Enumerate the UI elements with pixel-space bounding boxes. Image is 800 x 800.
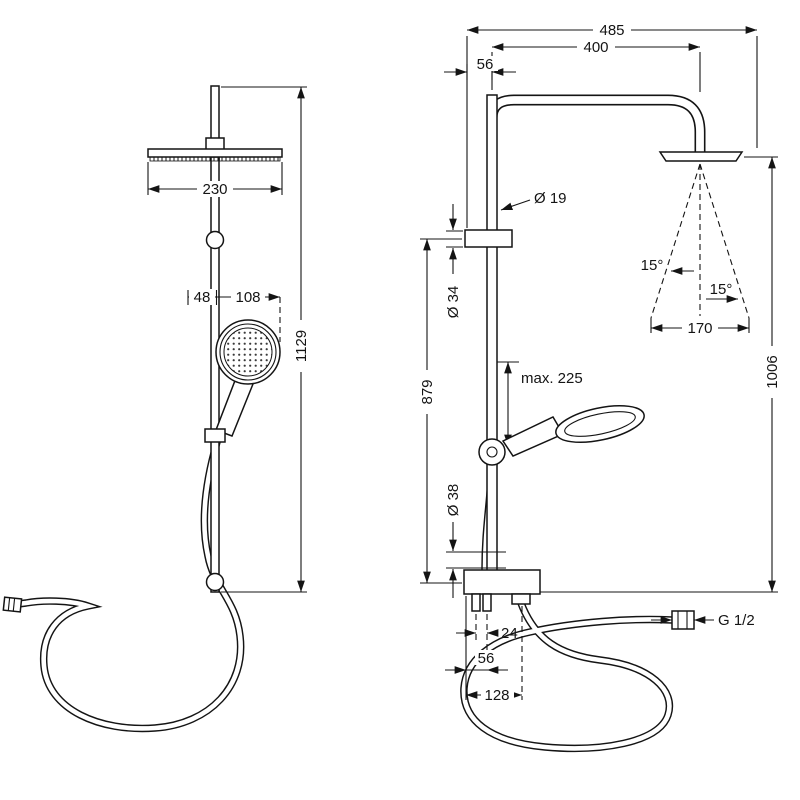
dim-label-spray-width: 170 (687, 320, 712, 337)
handshower-holder (478, 438, 506, 466)
dim-riser-height: 879 (418, 238, 462, 584)
front-view: 230 48 108 1129 (2, 85, 310, 733)
dim-outlet-width: 128 (465, 687, 523, 704)
dim-label-thread: G 1/2 (718, 612, 755, 629)
hose-nut (2, 596, 23, 613)
front-hose (2, 438, 245, 733)
dim-label-spray-angle-left: 15° (641, 257, 664, 274)
dim-label-arm-pipe-diameter: Ø 19 (534, 190, 567, 207)
dim-label-overall-depth: 485 (599, 22, 624, 39)
dim-label-head-height: 1006 (764, 355, 781, 388)
pipe-joint-upper (205, 230, 225, 250)
dim-total-height: 1129 (221, 86, 310, 593)
hand-shower-face (223, 327, 273, 377)
upper-wall-bracket (464, 229, 513, 248)
dim-bracket-diameter: Ø 34 (445, 204, 463, 318)
side-view: 15° 15° 170 485 400 (418, 22, 781, 753)
hand-shower-handle (215, 377, 254, 437)
dim-label-spray-angle-right: 15° (710, 281, 733, 298)
riser-pipe-side (486, 94, 498, 593)
overhead-shower-side (658, 151, 744, 162)
dim-label-head-width: 230 (202, 181, 227, 198)
hose-thread-fitting (671, 610, 695, 630)
dim-label-outlet-width: 128 (484, 687, 509, 704)
spray-cone: 15° 15° (641, 163, 750, 319)
dim-handshower-width: 48 108 (187, 289, 281, 342)
dim-bottom-group: 24 56 128 (445, 596, 523, 704)
dim-handshower-travel: max. 225 (497, 361, 583, 447)
pipe-joint-lower (205, 572, 225, 592)
side-hose-loop (460, 599, 695, 753)
slider-clamp (204, 428, 226, 443)
dim-label-wall-to-riser: 56 (477, 56, 494, 73)
dim-wall-to-riser: 56 (444, 56, 516, 80)
dim-outlet-spacing: 24 (456, 625, 518, 642)
supply-nipple-1 (471, 593, 481, 612)
hand-shower-side-handle (501, 416, 565, 457)
dim-arm-reach: 400 (491, 39, 701, 92)
riser-pipe (210, 156, 220, 593)
head-collar (205, 137, 225, 151)
dim-label-offset: 48 (194, 289, 211, 306)
dim-head-height: 1006 (540, 156, 781, 593)
hand-shower-side (478, 405, 645, 466)
dim-label-lower-diameter: Ø 38 (445, 484, 462, 517)
dim-label-outlet-offset: 56 (478, 650, 495, 667)
base-bracket (463, 569, 541, 612)
dim-label-riser-height: 879 (419, 379, 436, 404)
dim-label-arm-reach: 400 (583, 39, 608, 56)
supply-nipple-2 (482, 593, 492, 612)
hose-outlet (511, 593, 531, 605)
dim-lower-diameter: Ø 38 (445, 484, 506, 598)
dim-head-width: 230 (147, 162, 283, 198)
dim-label-handshower-travel: max. 225 (521, 370, 583, 387)
dim-label-total-height: 1129 (293, 330, 310, 362)
dim-spray-width: 170 (650, 318, 750, 337)
overhead-shower (147, 148, 283, 162)
hand-shower (204, 319, 281, 443)
shower-arm (486, 94, 706, 160)
dim-thread: G 1/2 (651, 612, 755, 629)
dim-label-handshower-diameter: 108 (235, 289, 260, 306)
dim-label-outlet-spacing: 24 (501, 625, 518, 642)
dim-label-bracket-diameter: Ø 34 (445, 286, 462, 319)
dim-overall-depth: 485 (466, 22, 758, 228)
dim-outlet-offset: 56 (445, 650, 508, 674)
spray-face (149, 156, 281, 162)
dim-arm-pipe-diameter: Ø 19 (500, 190, 567, 211)
